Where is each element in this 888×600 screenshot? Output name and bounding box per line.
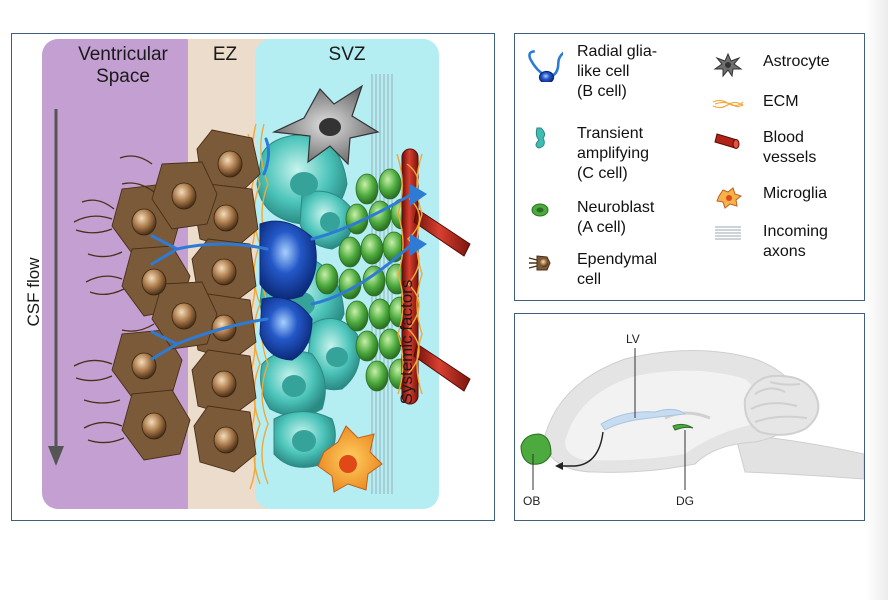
ependymal-icon <box>528 255 551 271</box>
rms-migration-arrow <box>563 431 604 467</box>
brainstem <box>734 433 864 480</box>
blood-vessel-icon <box>714 133 740 149</box>
legend-ep-line1: Ependymal <box>577 251 658 268</box>
ecm-icon <box>712 99 744 109</box>
legend-axons-line1: Incoming <box>763 223 828 240</box>
legend-item-ecm: ECM <box>711 92 799 118</box>
legend-b-line3: (B cell) <box>577 83 627 100</box>
incoming-axons-icon <box>715 226 741 240</box>
olfactory-bulb <box>520 433 552 465</box>
astrocyte-nucleus <box>319 118 341 136</box>
legend-c-line3: (C cell) <box>577 165 628 182</box>
lv-label: LV <box>626 332 640 346</box>
brain-sagittal-illustration <box>520 348 864 490</box>
microglia-icon <box>716 187 743 209</box>
csf-flow-arrowhead <box>48 446 64 466</box>
legend-b-line1: Radial glia- <box>577 43 658 60</box>
legend-item-a-cell: Neuroblast (A cell) <box>523 198 654 238</box>
legend-item-axons: Incoming axons <box>711 222 828 262</box>
legend-ecm-label: ECM <box>763 93 799 110</box>
legend-c-line2: amplifying <box>577 145 650 162</box>
legend-astrocyte-label: Astrocyte <box>763 53 830 70</box>
legend-item-b-cell: Radial glia- like cell (B cell) <box>523 42 657 102</box>
legend-microglia-label: Microglia <box>763 185 828 202</box>
legend-a-line1: Neuroblast <box>577 199 655 216</box>
systemic-factors-label: Systemic factors <box>397 279 416 405</box>
legend-ep-line2: cell <box>577 271 602 288</box>
dg-label: DG <box>676 494 694 508</box>
legend-item-c-cell: Transient amplifying (C cell) <box>523 124 649 184</box>
legend-item-ependymal: Ependymal cell <box>523 250 657 290</box>
b-cells <box>150 137 427 361</box>
brain-sagittal-panel: LV OB DG <box>514 313 865 521</box>
legend-blood-line2: vessels <box>763 149 817 166</box>
ventricular-space-label: Ventricular Space <box>78 44 168 87</box>
ependymal-cells <box>73 129 261 473</box>
neuroblast-icon <box>531 203 549 217</box>
svz-niche-panel: Ventricular Space EZ SVZ CSF flow System… <box>11 33 495 521</box>
legend-blood-line1: Blood <box>763 129 804 146</box>
legend-b-line2: like cell <box>577 63 630 80</box>
radial-glia-icon <box>528 50 563 82</box>
legend-item-blood: Blood vessels <box>711 128 816 168</box>
cerebellum <box>743 374 820 436</box>
astrocyte-icon <box>713 52 743 78</box>
microglia-nucleus <box>339 455 357 473</box>
legend-axons-line2: axons <box>763 243 806 260</box>
blood-vessels <box>401 148 471 405</box>
csf-flow-label: CSF flow <box>24 257 43 327</box>
dentate-gyrus <box>672 423 694 431</box>
legend-item-astrocyte: Astrocyte <box>711 52 830 78</box>
transient-amplifying-icon <box>535 127 546 149</box>
svz-niche-illustration <box>42 39 471 509</box>
legend-a-line2: (A cell) <box>577 219 626 236</box>
lateral-ventricle <box>600 408 687 431</box>
a-cells <box>315 168 414 392</box>
page-edge-shadow <box>866 0 888 600</box>
svz-label: SVZ <box>328 44 366 65</box>
legend-panel: Radial glia- like cell (B cell) Transien… <box>514 33 865 301</box>
legend-c-line1: Transient <box>577 125 644 142</box>
ob-label: OB <box>523 494 541 508</box>
ez-label: EZ <box>212 44 238 65</box>
legend-item-microglia: Microglia <box>711 184 827 210</box>
